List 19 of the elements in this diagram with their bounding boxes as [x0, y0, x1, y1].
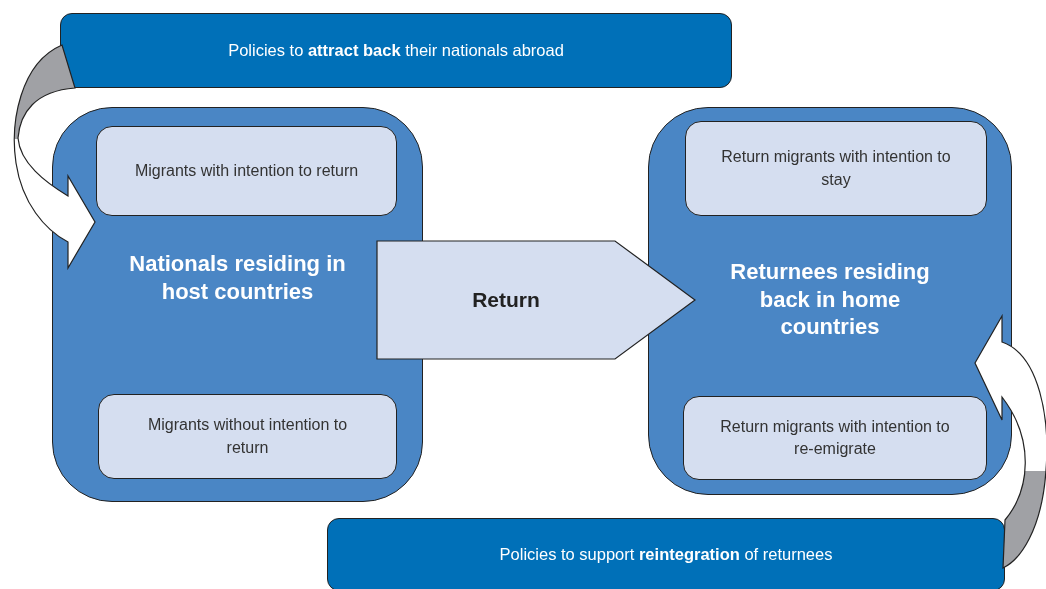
category-text: Migrants with intention to return: [134, 160, 359, 181]
policy-banner: [60, 13, 732, 88]
group-box: [52, 107, 423, 502]
group-box: [648, 107, 1012, 495]
category-box: [685, 121, 987, 216]
group-title: Nationals residing in host countries: [128, 250, 347, 305]
category-text: Migrants without intention to return: [146, 415, 349, 458]
curved-arrow: [974, 315, 1046, 569]
category-text: Return migrants with intention to stay: [721, 147, 951, 190]
category-box: [96, 126, 397, 216]
group-title: Returnees residing back in home countries: [729, 258, 931, 341]
block-arrow: [376, 240, 696, 360]
category-text: Return migrants with intention to re-emigrate: [720, 416, 950, 459]
policy-text: Policies to support reintegration of returnees: [499, 545, 833, 564]
curved-arrow: [13, 44, 96, 269]
policy-banner: [327, 518, 1005, 589]
category-box: [98, 394, 397, 479]
category-box: [683, 396, 987, 480]
policy-text: Policies to attract back their nationals abroad: [228, 41, 564, 60]
